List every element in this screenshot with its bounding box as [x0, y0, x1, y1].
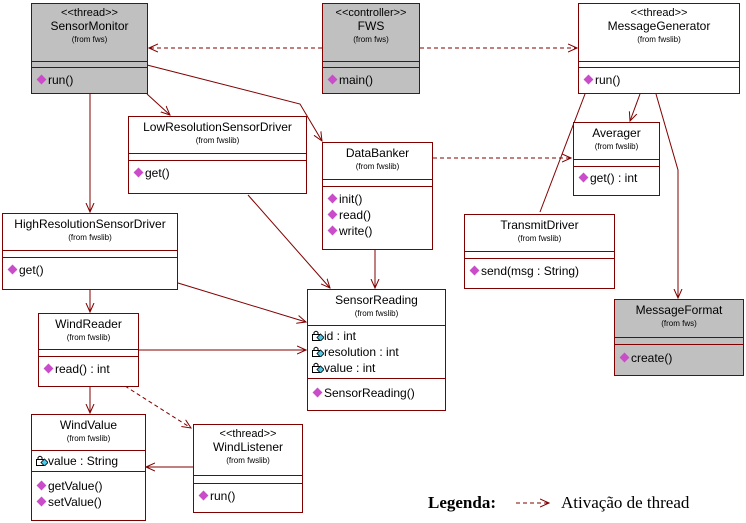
operation-icon — [327, 193, 338, 204]
class-name: WindReader — [55, 317, 122, 331]
operation: run() — [36, 72, 147, 88]
assoc-sensormonitor-databanker — [146, 64, 322, 141]
from-package: (from fws) — [661, 319, 697, 328]
assoc-sensormonitor-lowres — [146, 93, 170, 115]
activation-windreader-windlistener — [124, 385, 191, 428]
operation: write() — [327, 223, 432, 239]
from-package: (from fwslib) — [195, 136, 240, 145]
from-package: (from fws) — [353, 35, 389, 44]
stereotype: <<thread>> — [219, 428, 277, 440]
class-sensor-monitor: <<thread>> SensorMonitor (from fws) run(… — [31, 3, 148, 94]
class-name: HighResolutionSensorDriver — [14, 217, 166, 231]
assoc-messagegenerator-averager — [630, 93, 641, 121]
operation-icon — [198, 490, 209, 501]
operation: get() — [7, 262, 177, 278]
from-package: (from fwslib) — [354, 309, 399, 318]
private-attribute-icon — [312, 362, 324, 373]
operation-icon — [7, 264, 18, 275]
operation: read() : int — [43, 361, 138, 377]
operation: create() — [619, 350, 743, 366]
legend-text: Ativação de thread — [561, 493, 690, 512]
class-fws: <<controller>> FWS (from fws) main() — [322, 3, 420, 94]
from-package: (from fwslib) — [68, 233, 112, 242]
from-package: (from fwslib) — [517, 234, 562, 243]
legend-label: Legenda: — [428, 493, 496, 512]
private-attribute-icon — [312, 346, 324, 357]
from-package: (from fwslib) — [637, 35, 681, 44]
class-wind-value: WindValue (from fwslib) value : String g… — [31, 414, 146, 521]
assoc-highres-sensorreading — [177, 282, 306, 322]
operation: run() — [198, 488, 302, 504]
class-name: SensorMonitor — [50, 19, 129, 33]
stereotype: <<thread>> — [61, 7, 118, 19]
class-name: SensorReading — [335, 293, 418, 307]
operation: send(msg : String) — [469, 263, 614, 279]
from-package: (from fwslib) — [66, 434, 111, 443]
class-name: WindListener — [212, 440, 284, 454]
operation-icon — [469, 265, 480, 276]
class-name: WindValue — [59, 418, 118, 432]
class-sensor-reading: SensorReading (from fwslib) id : int res… — [307, 289, 446, 411]
operation: get() — [133, 165, 306, 181]
operation-icon — [43, 363, 54, 374]
class-message-generator: <<thread>> MessageGenerator (from fwslib… — [578, 3, 740, 94]
stereotype: <<thread>> — [630, 7, 688, 19]
operation: setValue() — [36, 494, 145, 510]
operation-icon — [327, 209, 338, 220]
operation-icon — [36, 480, 47, 491]
class-transmit-driver: TransmitDriver (from fwslib) send(msg : … — [464, 214, 615, 289]
operation-icon — [327, 225, 338, 236]
class-name: Averager — [592, 126, 641, 140]
operation-icon — [578, 172, 589, 183]
class-name: MessageFormat — [635, 303, 723, 317]
attribute: value : String — [36, 453, 145, 469]
attribute: value : int — [312, 360, 445, 376]
class-name: MessageGenerator — [607, 19, 711, 33]
class-high-resolution-sensor-driver: HighResolutionSensorDriver (from fwslib)… — [2, 213, 178, 290]
stereotype: <<controller>> — [335, 7, 407, 19]
private-attribute-icon — [312, 330, 324, 341]
operation-icon — [619, 352, 630, 363]
operation: SensorReading() — [312, 385, 445, 401]
private-attribute-icon — [36, 455, 48, 466]
assoc-lowres-sensorreading — [247, 194, 330, 288]
assoc-messagegenerator-transmitdriver — [539, 93, 586, 213]
operation: read() — [327, 207, 432, 223]
operation-icon — [312, 387, 323, 398]
operation: get() : int — [578, 170, 659, 186]
class-wind-reader: WindReader (from fwslib) read() : int — [38, 313, 139, 387]
from-package: (from fwslib) — [66, 333, 111, 342]
class-wind-listener: <<thread>> WindListener (from fwslib) ru… — [193, 424, 303, 513]
class-message-format: MessageFormat (from fws) create() — [614, 299, 744, 376]
operation-icon — [133, 167, 144, 178]
operation-icon — [583, 74, 594, 85]
operation: run() — [583, 72, 739, 88]
from-package: (from fwslib) — [226, 456, 270, 465]
class-averager: Averager (from fwslib) get() : int — [573, 122, 660, 196]
operation-icon — [327, 74, 338, 85]
assoc-messagegenerator-messageformat — [655, 93, 678, 298]
from-package: (from fws) — [71, 35, 108, 44]
operation: getValue() — [36, 478, 145, 494]
class-name: FWS — [357, 19, 385, 33]
operation-icon — [36, 496, 47, 507]
class-name: TransmitDriver — [500, 218, 579, 232]
legend: Legenda: Ativação de thread — [428, 493, 689, 513]
attribute: id : int — [312, 328, 445, 344]
class-data-banker: DataBanker (from fwslib) init() read() w… — [322, 142, 433, 250]
class-name: DataBanker — [345, 146, 410, 160]
operation-icon — [36, 74, 47, 85]
class-name: LowResolutionSensorDriver — [143, 120, 292, 134]
class-low-resolution-sensor-driver: LowResolutionSensorDriver (from fwslib) … — [128, 116, 307, 194]
operation: init() — [327, 191, 432, 207]
from-package: (from fwslib) — [594, 142, 639, 151]
from-package: (from fwslib) — [355, 162, 400, 171]
operation: main() — [327, 72, 419, 88]
attribute: resolution : int — [312, 344, 445, 360]
